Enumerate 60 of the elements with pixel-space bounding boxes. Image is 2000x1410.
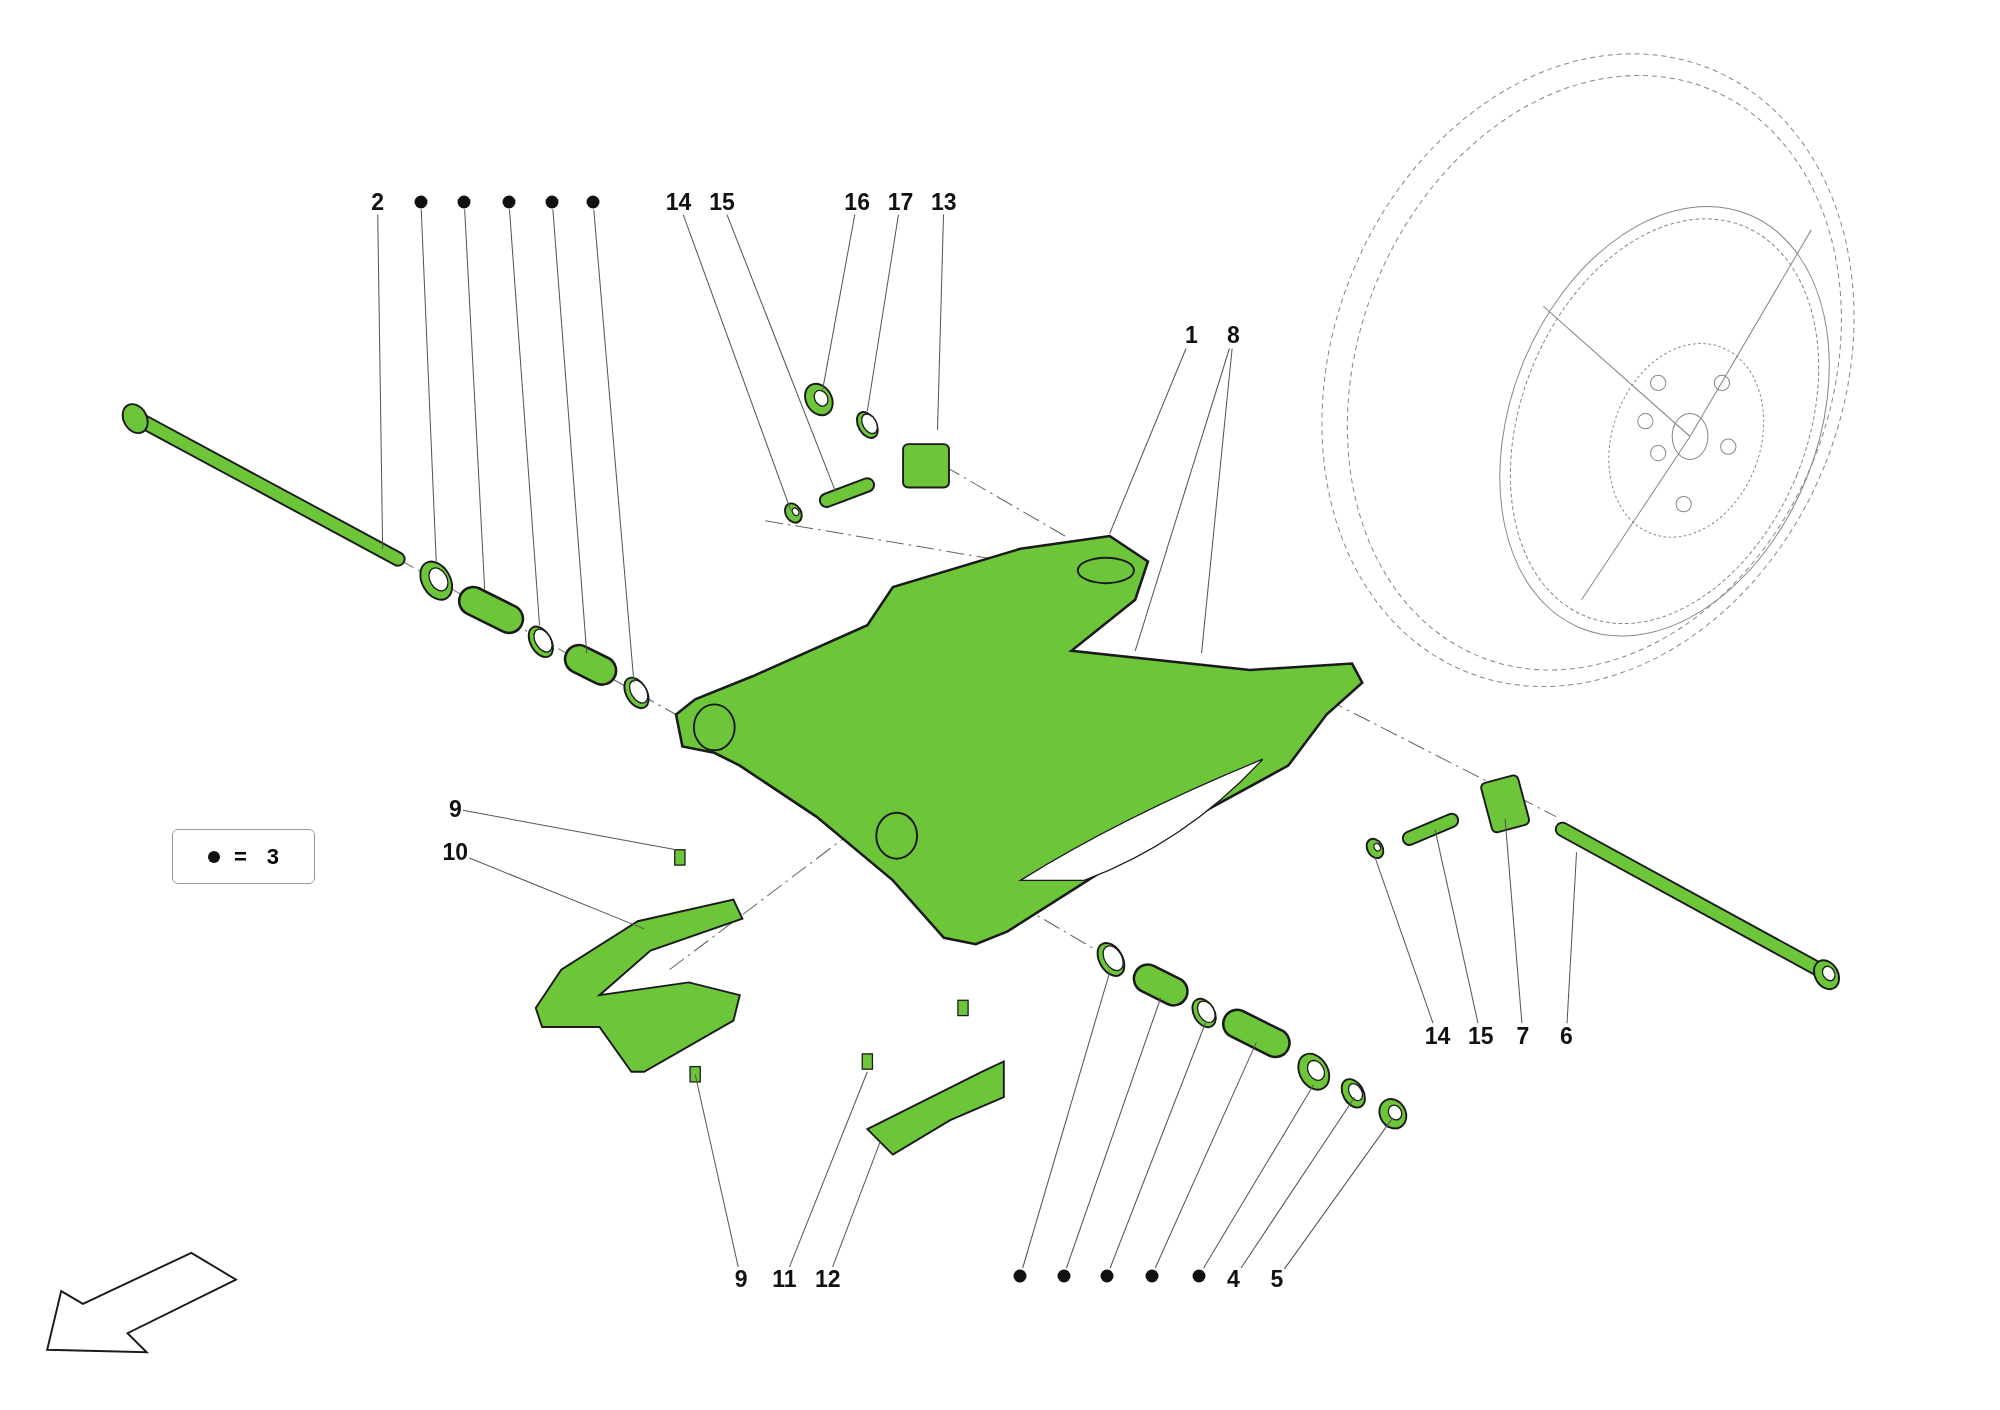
callout-dot: [457, 195, 471, 208]
leader-line: [789, 1071, 868, 1268]
callout-dot: [1192, 1269, 1206, 1282]
leader-line: [464, 209, 486, 591]
callout-number: 1: [1184, 323, 1198, 347]
leader-line: [462, 809, 677, 851]
callout-number: 14: [665, 190, 692, 213]
callout-number: 6: [1559, 1024, 1573, 1048]
leader-line: [593, 209, 635, 684]
leader-line: [682, 214, 792, 511]
callout-number: 9: [448, 797, 462, 821]
callout-number: 15: [1468, 1024, 1494, 1048]
leader-line: [694, 1073, 739, 1268]
leader-line: [866, 214, 899, 412]
callout-number: 7: [1516, 1024, 1530, 1048]
callout-dot: [1100, 1269, 1114, 1282]
legend-text: = 3: [233, 843, 280, 870]
callout-number: 12: [815, 1267, 841, 1291]
callout-number: 14: [1424, 1024, 1451, 1048]
leader-line: [1504, 818, 1523, 1024]
leader-line: [468, 857, 645, 930]
leader-line: [552, 209, 588, 654]
callout-number: 5: [1270, 1267, 1284, 1291]
leader-line: [822, 214, 856, 390]
leader-line: [1109, 1022, 1206, 1269]
leader-line: [420, 209, 437, 562]
leader-line: [1374, 856, 1434, 1024]
leader-line: [1283, 1117, 1394, 1270]
leader-line: [937, 214, 945, 431]
callout-dot: [1057, 1269, 1071, 1282]
callout-number: 17: [887, 190, 914, 213]
callout-dot: [502, 195, 516, 208]
callout-number: 4: [1227, 1267, 1240, 1291]
leader-line: [1022, 971, 1111, 1269]
leader-line: [1240, 1096, 1356, 1269]
callout-number: 9: [734, 1267, 748, 1291]
callout-dot: [414, 195, 428, 208]
leader-line: [1065, 997, 1162, 1269]
leader-line: [1154, 1041, 1257, 1269]
leader-line: [1201, 348, 1233, 654]
callout-number: 2: [371, 190, 384, 213]
callout-number: 15: [709, 190, 735, 213]
callout-dot: [545, 195, 559, 208]
callout-dot: [1145, 1269, 1159, 1282]
leader-line: [1203, 1083, 1315, 1269]
callout-number: 11: [772, 1267, 797, 1291]
leader-line: [1566, 851, 1578, 1024]
callout-number: 16: [844, 190, 870, 213]
leader-line: [1434, 828, 1479, 1024]
leader-line: [726, 214, 836, 492]
callout-number: 10: [442, 840, 469, 864]
callout-dot: [586, 195, 600, 208]
leader-line: [508, 209, 541, 626]
callout-number: 8: [1227, 323, 1240, 347]
leader-line: [1109, 348, 1187, 534]
leader-line: [377, 214, 384, 550]
callout-number: 13: [931, 190, 957, 213]
callout-dot: [1013, 1269, 1027, 1282]
leader-line: [832, 1141, 881, 1268]
leader-line: [1134, 348, 1230, 652]
